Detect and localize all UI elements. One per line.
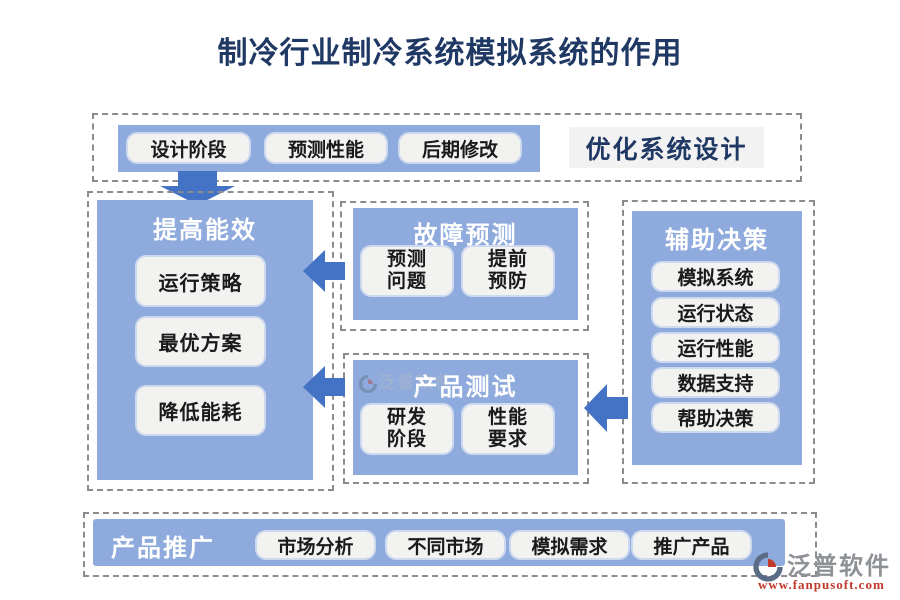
test-item-line: 研发 bbox=[386, 407, 427, 429]
watermark: 泛普软件 bbox=[752, 551, 891, 583]
fanpu-logo-icon bbox=[358, 374, 378, 394]
promotion-panel: 产品推广 bbox=[93, 519, 785, 566]
promotion-item-market-analysis: 市场分析 bbox=[257, 532, 374, 558]
page-title: 制冷行业制冷系统模拟系统的作用 bbox=[217, 37, 683, 70]
decision-item-help-decide: 帮助决策 bbox=[653, 404, 778, 431]
decision-item-label: 模拟系统 bbox=[677, 268, 754, 289]
energy-item-optimal-plan: 最优方案 bbox=[137, 318, 264, 365]
fault-item-early-prevention: 提前 预防 bbox=[463, 247, 553, 295]
fault-header: 故障预测 bbox=[413, 223, 518, 249]
energy-item-label: 运行策略 bbox=[158, 272, 243, 295]
promotion-header: 产品推广 bbox=[111, 536, 215, 562]
test-header: 产品测试 bbox=[413, 375, 518, 401]
watermark-brand: 泛普软件 bbox=[378, 373, 454, 392]
energy-item-label: 降低能耗 bbox=[158, 402, 243, 424]
fault-item-predict-problems: 预测 问题 bbox=[362, 247, 452, 295]
decision-item-label: 运行状态 bbox=[677, 304, 754, 325]
promotion-item-label: 推广产品 bbox=[653, 536, 730, 558]
test-section bbox=[343, 353, 589, 484]
fault-item-line: 提前 bbox=[487, 249, 528, 271]
fault-item-line: 预防 bbox=[487, 271, 528, 292]
fault-item-line: 预测 bbox=[386, 249, 427, 271]
flow-step-label: 设计阶段 bbox=[150, 139, 227, 161]
decision-item-data-support: 数据支持 bbox=[653, 369, 778, 396]
arrow-left-fault-to-energy-icon bbox=[303, 250, 345, 292]
decision-header: 辅助决策 bbox=[665, 228, 769, 254]
energy-item-reduce-consumption: 降低能耗 bbox=[137, 387, 264, 434]
test-item-line: 阶段 bbox=[386, 429, 427, 450]
decision-item-label: 数据支持 bbox=[677, 374, 754, 395]
fanpu-logo-icon bbox=[753, 552, 783, 582]
design-flow-section bbox=[92, 113, 802, 182]
promotion-item-different-markets: 不同市场 bbox=[387, 532, 504, 558]
arrow-left-decision-to-test-icon bbox=[584, 384, 628, 432]
flow-step-design-phase: 设计阶段 bbox=[128, 134, 249, 162]
promotion-item-label: 不同市场 bbox=[407, 536, 484, 558]
decision-section bbox=[622, 200, 815, 484]
energy-item-label: 最优方案 bbox=[158, 333, 243, 355]
decision-item-operating-status: 运行状态 bbox=[653, 299, 778, 326]
flow-result-optimize-design: 优化系统设计 bbox=[569, 127, 764, 168]
flow-step-later-modification: 后期修改 bbox=[400, 134, 520, 162]
fault-item-line: 问题 bbox=[386, 271, 427, 292]
promotion-section bbox=[83, 512, 817, 577]
energy-header: 提高能效 bbox=[153, 218, 257, 244]
flow-step-label: 预测性能 bbox=[287, 139, 364, 161]
promotion-item-promote-product: 推广产品 bbox=[633, 532, 750, 558]
decision-item-label: 运行性能 bbox=[677, 339, 754, 360]
energy-section bbox=[87, 191, 334, 491]
test-item-rd-stage: 研发 阶段 bbox=[362, 405, 452, 453]
decision-item-label: 帮助决策 bbox=[677, 409, 754, 430]
energy-item-operation-strategy: 运行策略 bbox=[137, 257, 264, 305]
test-item-line: 要求 bbox=[487, 429, 528, 450]
promotion-item-simulate-demand: 模拟需求 bbox=[511, 532, 628, 558]
decision-item-simulation-system: 模拟系统 bbox=[653, 263, 778, 290]
flow-step-predict-performance: 预测性能 bbox=[266, 134, 386, 162]
promotion-item-label: 模拟需求 bbox=[531, 536, 608, 558]
flow-step-label: 后期修改 bbox=[421, 139, 498, 161]
promotion-item-label: 市场分析 bbox=[277, 536, 354, 558]
flow-result-label: 优化系统设计 bbox=[585, 136, 748, 164]
decision-item-operating-performance: 运行性能 bbox=[653, 334, 778, 361]
arrow-left-test-to-energy-icon bbox=[303, 366, 345, 408]
watermark-faint: 泛普软件 bbox=[358, 374, 454, 394]
watermark-brand: 泛普软件 bbox=[787, 554, 891, 580]
arrow-down-icon bbox=[160, 171, 235, 205]
test-item-line: 性能 bbox=[487, 407, 528, 429]
test-item-performance-requirements: 性能 要求 bbox=[463, 405, 553, 453]
watermark-url: www.fanpusoft.com bbox=[758, 577, 885, 592]
